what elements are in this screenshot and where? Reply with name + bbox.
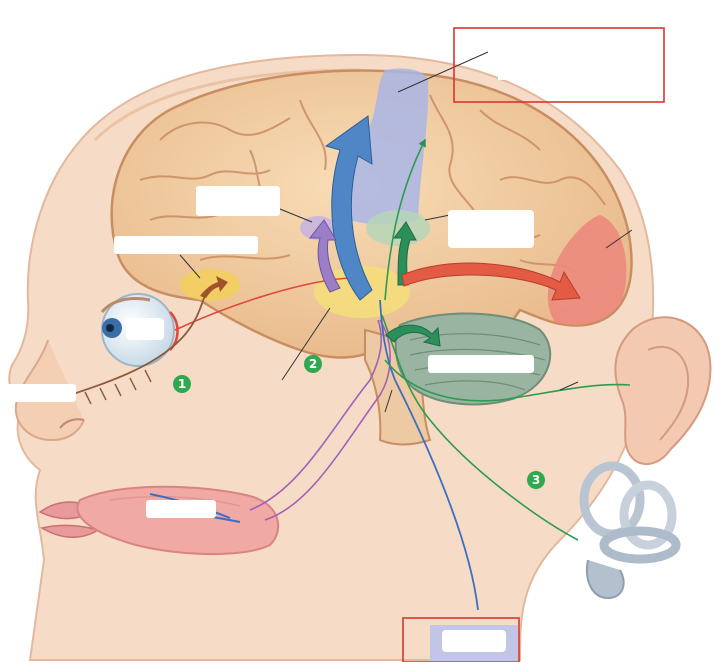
blank-label-olfactory bbox=[114, 236, 258, 254]
blank-label-auditory bbox=[448, 210, 534, 248]
callout-box-top bbox=[453, 27, 665, 103]
arrow-to-cerebellum bbox=[385, 324, 441, 347]
somatosensory-cortex bbox=[349, 68, 429, 225]
nerve-pathways bbox=[54, 138, 631, 611]
step-marker-3-label: 3 bbox=[532, 473, 540, 487]
blank-label-somatosensory bbox=[498, 64, 648, 80]
blank-labels bbox=[6, 64, 648, 661]
step-marker-1: 1 bbox=[173, 375, 191, 393]
ear-icon bbox=[614, 316, 712, 465]
callout-box-bottom bbox=[402, 617, 520, 662]
blank-label-tongue bbox=[146, 500, 216, 518]
tongue-icon bbox=[76, 485, 280, 556]
brain bbox=[110, 68, 633, 359]
blank-label-eye bbox=[126, 318, 164, 340]
projection-arrows bbox=[200, 115, 581, 347]
olfactory-cortex bbox=[180, 269, 240, 301]
step-marker-2-label: 2 bbox=[309, 357, 317, 371]
arrow-to-auditory bbox=[393, 221, 417, 286]
blank-label-cerebellum bbox=[428, 355, 534, 373]
step-marker-1-label: 1 bbox=[178, 377, 186, 391]
blank-label-gustatory bbox=[196, 186, 280, 216]
blank-label-nose bbox=[6, 384, 76, 402]
inner-ear-icon bbox=[579, 461, 681, 600]
arrow-to-somatosensory bbox=[324, 115, 373, 301]
arrow-to-visual bbox=[401, 262, 581, 301]
arrow-to-gustatory bbox=[308, 219, 341, 293]
arrow-to-olfactory bbox=[200, 276, 228, 298]
step-marker-2: 2 bbox=[304, 355, 322, 373]
leader-lines bbox=[179, 51, 633, 413]
step-marker-3: 3 bbox=[527, 471, 545, 489]
